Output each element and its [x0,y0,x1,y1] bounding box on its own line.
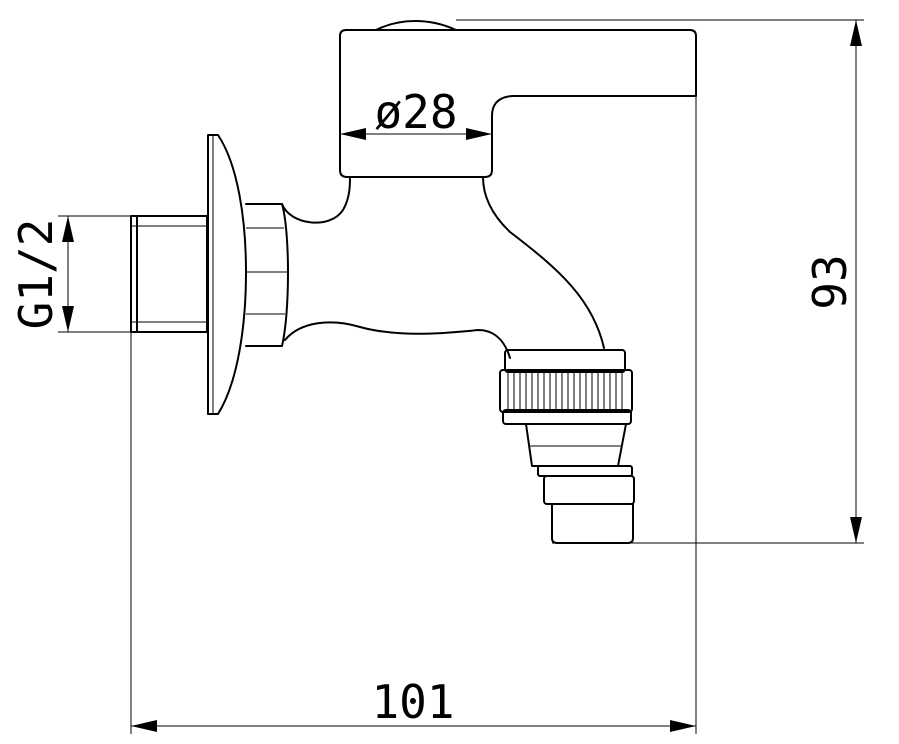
height-dimension: 93 [456,19,864,544]
height-label: 93 [803,254,857,309]
hex-nut [245,203,289,347]
faucet-outline [130,20,697,544]
width-dimension: 101 [130,96,697,734]
width-label: 101 [371,675,454,729]
lever-handle [339,20,697,178]
hose-nozzle [525,423,635,544]
thread-label: G1/2 [9,219,63,330]
knurled-connector [499,349,633,425]
wall-flange [207,134,247,415]
thread-dimension: G1/2 [9,215,131,333]
inlet-thread [130,215,208,333]
diameter-label: ø28 [374,85,457,139]
spout-body [281,176,605,349]
diameter-dimension: ø28 [340,85,492,140]
